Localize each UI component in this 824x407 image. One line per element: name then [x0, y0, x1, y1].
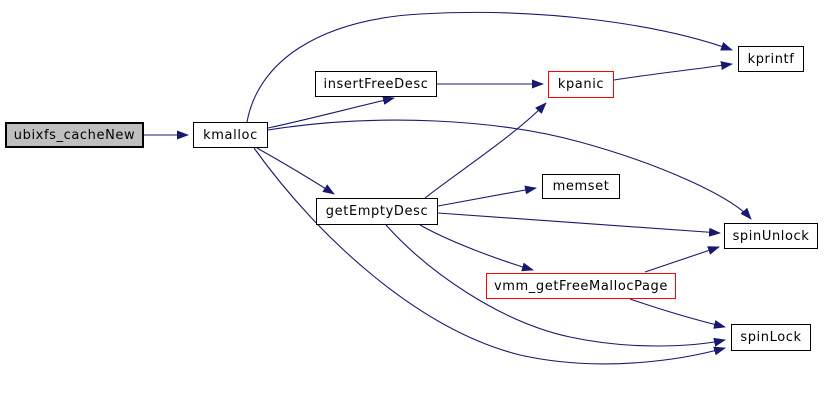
node-spinLock[interactable]: spinLock: [731, 324, 811, 351]
node-kprintf[interactable]: kprintf: [738, 46, 804, 72]
edge-kpanic-to-kprintf: [613, 61, 733, 81]
node-label: memset: [552, 179, 610, 194]
edge-getEmptyDesc-to-spinUnlock: [437, 212, 721, 237]
edge-group: [144, 11, 752, 365]
node-kmalloc[interactable]: kmalloc: [193, 122, 268, 148]
node-spinUnlock[interactable]: spinUnlock: [724, 223, 818, 249]
node-getEmptyDesc[interactable]: getEmptyDesc: [316, 198, 438, 225]
edge-getEmptyDesc-to-vmm_getFreeMallocPage: [419, 224, 534, 272]
node-label: ubixfs_cacheNew: [13, 127, 136, 143]
node-label: spinUnlock: [732, 228, 810, 244]
edge-kmalloc-to-kprintf: [246, 11, 733, 123]
node-label: spinLock: [740, 330, 802, 345]
node-label: getEmptyDesc: [325, 204, 429, 219]
edge-getEmptyDesc-to-kpanic: [424, 102, 547, 199]
edge-getEmptyDesc-to-spinLock: [385, 224, 726, 347]
node-insertFreeDesc[interactable]: insertFreeDesc: [315, 71, 437, 97]
edge-vmm_getFreeMallocPage-to-spinLock: [629, 298, 726, 329]
node-label: insertFreeDesc: [323, 76, 429, 92]
node-memset[interactable]: memset: [542, 174, 620, 199]
edge-kmalloc-to-spinUnlock: [267, 119, 752, 220]
node-ubixfs_cacheNew: ubixfs_cacheNew: [5, 122, 144, 148]
node-label: vmm_getFreeMallocPage: [493, 278, 669, 294]
node-vmm_getFreeMallocPage[interactable]: vmm_getFreeMallocPage: [486, 273, 676, 299]
edge-vmm_getFreeMallocPage-to-spinUnlock: [644, 246, 720, 273]
node-label: kmalloc: [203, 127, 258, 143]
edge-kmalloc-to-getEmptyDesc: [256, 147, 335, 195]
edge-kmalloc-to-insertFreeDesc: [267, 96, 395, 129]
node-kpanic[interactable]: kpanic: [548, 71, 614, 98]
node-label: kprintf: [747, 51, 795, 67]
node-label: kpanic: [557, 77, 605, 92]
edge-getEmptyDesc-to-memset: [437, 185, 537, 207]
